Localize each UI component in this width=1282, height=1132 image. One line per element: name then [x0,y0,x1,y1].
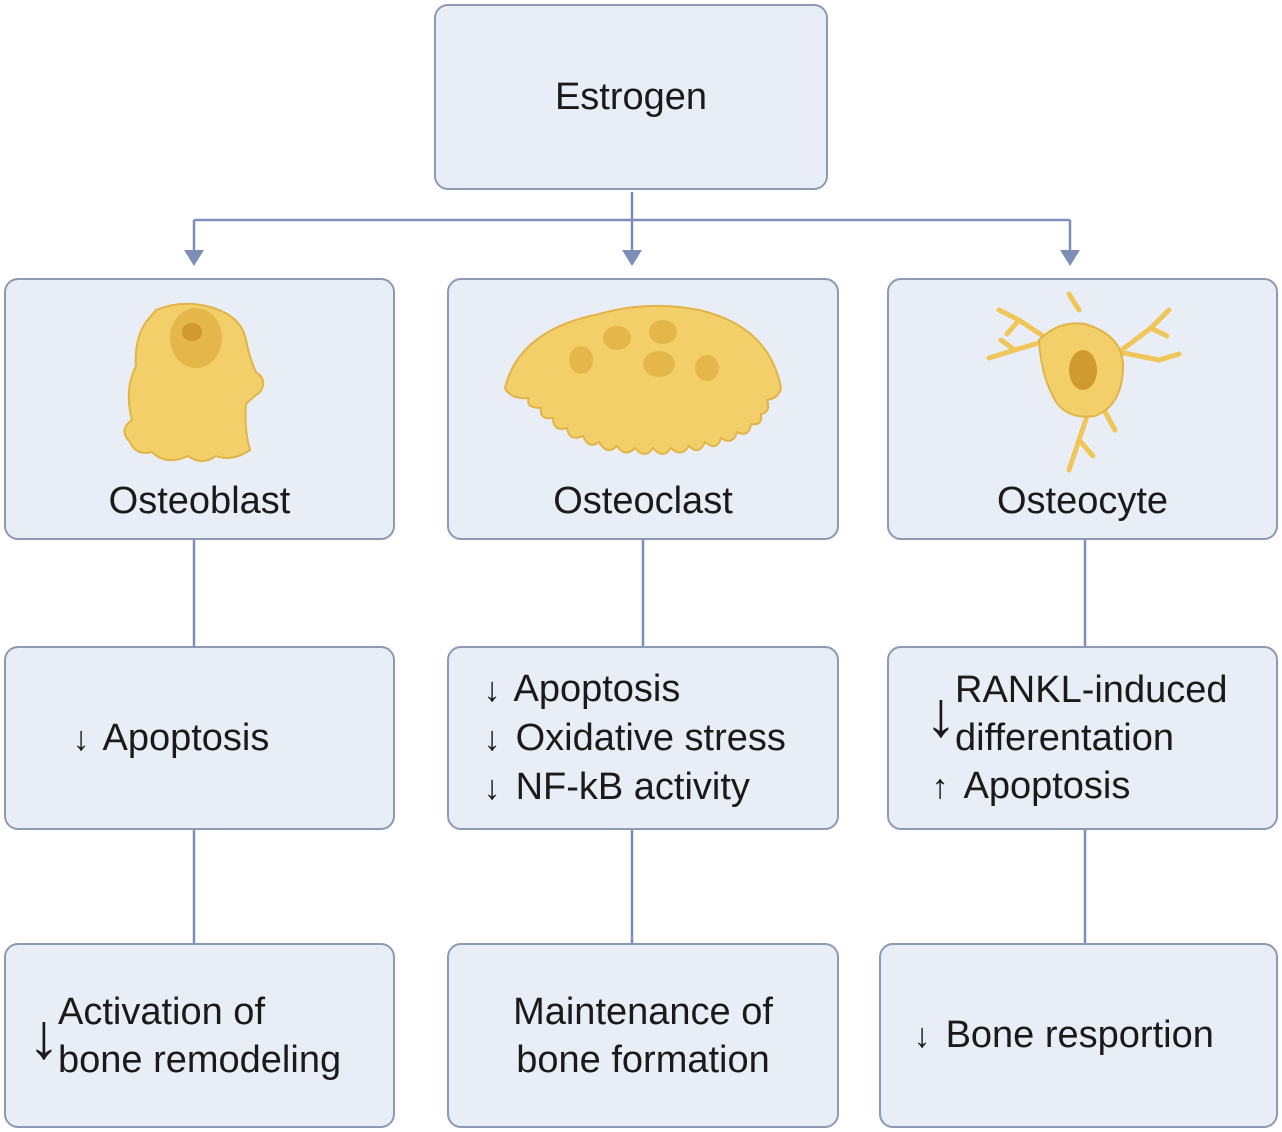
outcome-text: Bone resportion [945,1014,1214,1056]
effect-text: Apoptosis [963,764,1131,807]
outcome-text: bone formation [516,1038,770,1081]
down-arrow-icon: ↓ [913,1017,931,1055]
osteoblast-effect-box: ↓ Apoptosis [4,646,395,830]
osteoblast-cell-icon [123,302,265,462]
up-arrow-icon: ↑ [931,767,949,806]
effect-text: Apoptosis [102,716,270,759]
osteoclast-cell-icon [503,304,783,455]
osteoclast-effect-box: ↓ Apoptosis ↓ Oxidative stress ↓ NF-kB a… [447,646,839,830]
estrogen-box: Estrogen [434,4,828,190]
arrowhead-left [184,250,204,266]
effect-text: NF-kB activity [515,765,750,808]
arrowhead-right [1060,250,1080,266]
down-arrow-icon: ↓ [28,999,60,1072]
osteoclast-box: Osteoclast [447,278,839,540]
osteocyte-outcome-box: ↓ Bone resportion [879,943,1278,1128]
osteocyte-cell-icon [986,291,1182,473]
outcome-text: Maintenance of [513,990,773,1033]
osteocyte-effect-box: ↓ RANKL-induced differentation ↑ Apoptos… [887,646,1278,830]
down-arrow-icon: ↓ [72,719,90,758]
down-arrow-icon: ↓ [483,719,501,758]
arrowhead-center [622,250,642,266]
effect-text: differentation [955,716,1175,759]
osteocyte-box: Osteocyte [887,278,1278,540]
osteoclast-label: Osteoclast [553,480,733,522]
effect-text: Apoptosis [513,667,681,710]
estrogen-label: Estrogen [554,75,708,118]
osteoblast-outcome-box: ↓ Activation of bone remodeling [4,943,395,1128]
down-arrow-icon: ↓ [925,677,957,750]
osteocyte-label: Osteocyte [996,480,1169,522]
osteoclast-outcome-box: Maintenance of bone formation [447,943,839,1128]
down-arrow-icon: ↓ [483,768,501,807]
outcome-text: bone remodeling [58,1038,342,1081]
osteoblast-label: Osteoblast [108,480,291,522]
effect-text: Oxidative stress [515,716,786,759]
effect-text: RANKL-induced [955,668,1228,711]
down-arrow-icon: ↓ [483,670,501,709]
outcome-text: Activation of [58,990,265,1033]
osteoblast-box: Osteoblast [4,278,395,540]
